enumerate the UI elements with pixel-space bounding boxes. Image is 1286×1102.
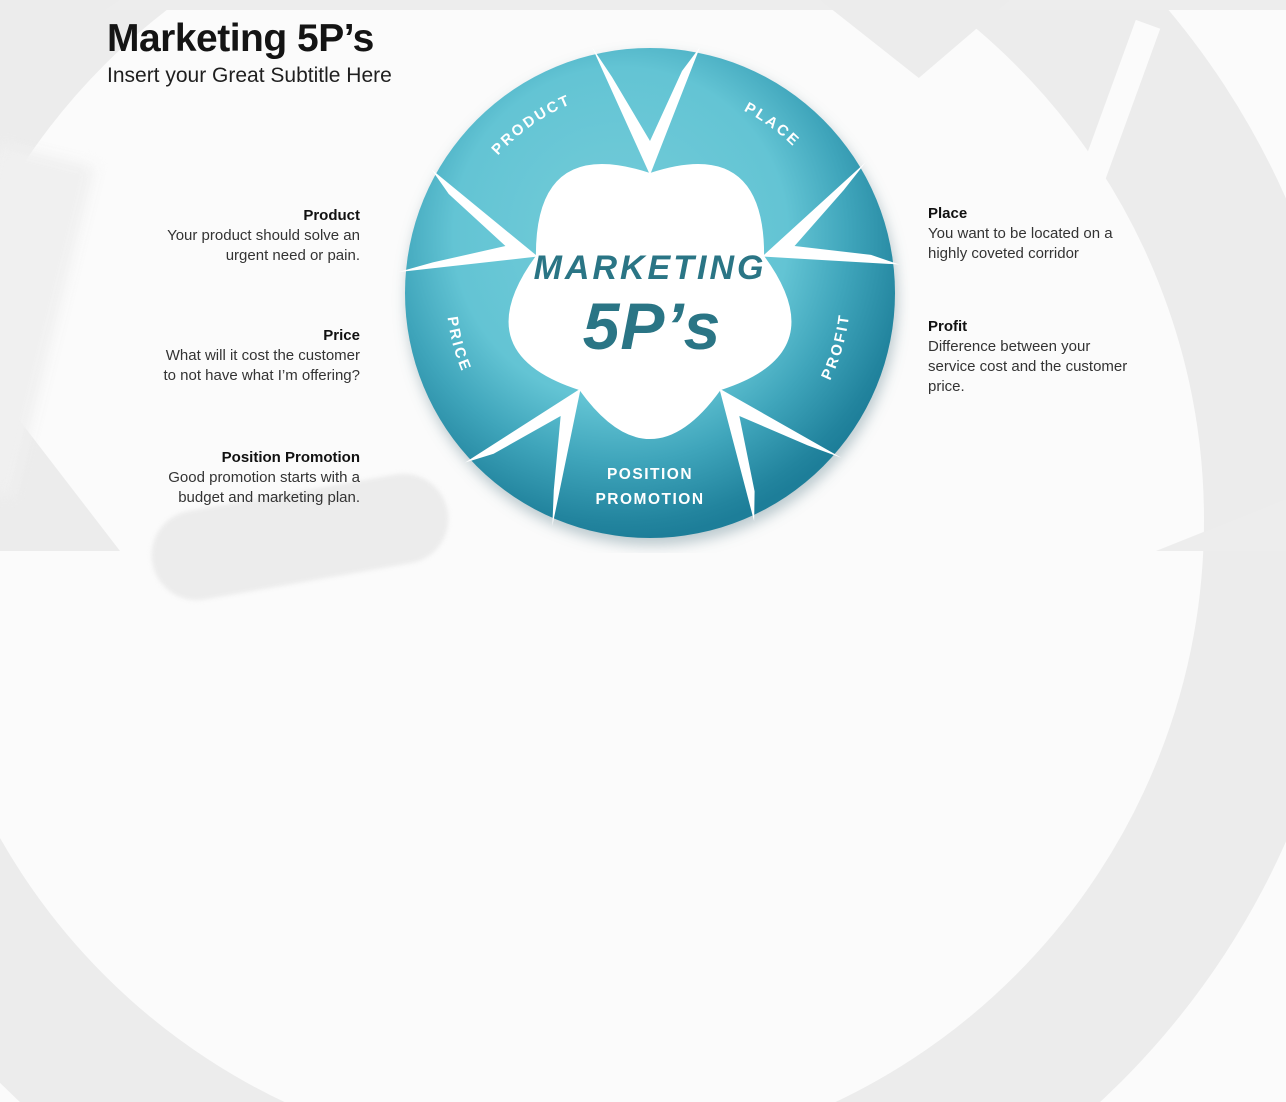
annotation-place-body: You want to be located on a highly covet… bbox=[928, 225, 1113, 262]
annotation-price: Price What will it cost the customer to … bbox=[0, 326, 360, 386]
annotation-place: Place You want to be located on a highly… bbox=[928, 204, 1163, 264]
annotation-price-body: What will it cost the customer to not ha… bbox=[163, 347, 360, 384]
ring-label-promotion: PROMOTION bbox=[595, 491, 704, 508]
page-title: Marketing 5P’s bbox=[107, 17, 374, 60]
annotation-place-heading: Place bbox=[928, 205, 968, 222]
center-title-5ps: 5P’s bbox=[583, 289, 722, 363]
center-title-marketing: MARKETING bbox=[534, 249, 767, 287]
annotation-position-promotion-body: Good promotion starts with a budget and … bbox=[168, 469, 360, 506]
marketing-5ps-diagram: MARKETING 5P’s PRODUCT PLACE PRICE PROFI… bbox=[390, 33, 910, 553]
annotation-product-body: Your product should solve an urgent need… bbox=[167, 227, 360, 264]
annotation-price-heading: Price bbox=[323, 327, 360, 344]
center-blob bbox=[508, 163, 792, 440]
annotation-product: Product Your product should solve an urg… bbox=[0, 206, 360, 266]
annotation-product-heading: Product bbox=[303, 207, 360, 224]
title-block: Marketing 5P’s Insert your Great Subtitl… bbox=[107, 16, 392, 89]
annotation-profit: Profit Difference between your service c… bbox=[928, 317, 1163, 397]
ring-label-position: POSITION bbox=[607, 466, 693, 483]
background-top-strip bbox=[0, 0, 1286, 10]
annotation-profit-heading: Profit bbox=[928, 318, 968, 335]
annotation-position-promotion-heading: Position Promotion bbox=[221, 449, 360, 466]
annotation-position-promotion: Position Promotion Good promotion starts… bbox=[0, 448, 360, 508]
page-subtitle: Insert your Great Subtitle Here bbox=[107, 64, 392, 87]
annotation-profit-body: Difference between your service cost and… bbox=[928, 338, 1128, 395]
segment-gaps bbox=[398, 47, 900, 527]
